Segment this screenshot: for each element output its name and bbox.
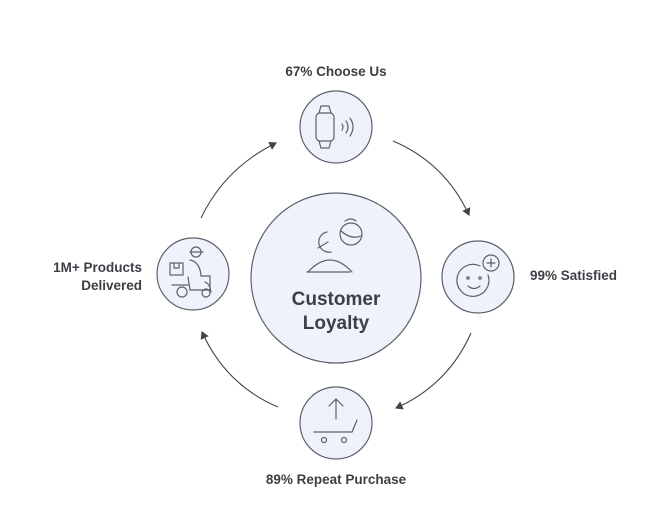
node-circle-bottom [299, 386, 373, 460]
node-circle-left [156, 237, 230, 311]
label-satisfied: 99% Satisfied [530, 268, 618, 283]
cycle-arrow-left-to-top [200, 141, 277, 219]
label-products-line2: Delivered [81, 278, 142, 293]
shopping-cart-icon [313, 398, 358, 444]
center-circle [250, 192, 422, 364]
cycle-arrow-bottom-to-left [200, 330, 279, 408]
center-title: Customer Loyalty [256, 288, 416, 336]
label-choose-us: 67% Choose Us [285, 64, 387, 79]
node-circle-top [299, 90, 373, 164]
delivery-scooter-icon [169, 246, 212, 298]
label-products-delivered: 1M+ Products Delivered [2, 259, 142, 295]
center-title-line2: Loyalty [302, 313, 370, 334]
smartwatch-icon [315, 105, 354, 149]
label-repeat-purchase: 89% Repeat Purchase [265, 472, 407, 487]
label-products-line1: 1M+ Products [53, 260, 142, 275]
cycle-arrow-top-to-right [392, 140, 471, 216]
smiley-plus-icon [456, 254, 500, 297]
cycle-arrow-right-to-bottom [394, 332, 472, 410]
node-circle-right [441, 240, 515, 314]
center-title-line1: Customer [291, 289, 381, 310]
loyalty-cycle-icon [306, 218, 363, 273]
